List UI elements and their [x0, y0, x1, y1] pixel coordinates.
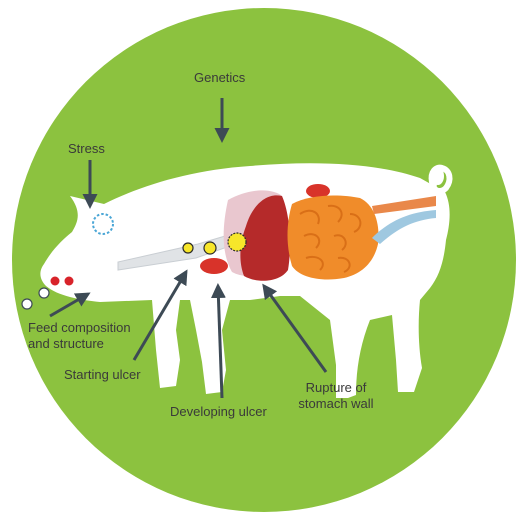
red-lobe: [200, 258, 228, 274]
intestines: [287, 195, 379, 280]
feed-arrow: [49, 292, 91, 318]
developing-ulcer-label: Developing ulcer: [170, 404, 267, 419]
rectum-blue: [372, 210, 436, 244]
feed-label-line1: Feed composition: [28, 320, 131, 335]
rectum-orange: [372, 196, 436, 214]
rupture-arrow: [262, 283, 328, 373]
feed-pellet-icon: [21, 298, 33, 310]
nostril-left: [50, 276, 60, 286]
red-top-blob: [306, 184, 330, 198]
nostril-right: [64, 276, 74, 286]
dashed-circle-icon: [92, 213, 114, 235]
feed-composition-label: Feed composition and structure: [28, 320, 131, 352]
developing-ulcer-arrow: [210, 283, 226, 399]
feed-pellet-icon: [38, 287, 50, 299]
rupture-label-line1: Rupture of: [305, 380, 367, 395]
ulcer-large-icon: [227, 232, 247, 252]
ulcer-medium-icon: [203, 241, 217, 255]
ulcer-small-icon: [182, 242, 194, 254]
genetics-label: Genetics: [194, 70, 246, 85]
starting-ulcer-arrow: [132, 269, 188, 361]
rupture-label: Rupture of stomach wall: [290, 380, 382, 412]
feed-label-line2: and structure: [28, 336, 104, 351]
stomach-red: [240, 195, 290, 281]
starting-ulcer-label: Starting ulcer: [64, 367, 141, 382]
stress-label: Stress: [68, 141, 105, 156]
rupture-label-line2: stomach wall: [298, 396, 374, 411]
